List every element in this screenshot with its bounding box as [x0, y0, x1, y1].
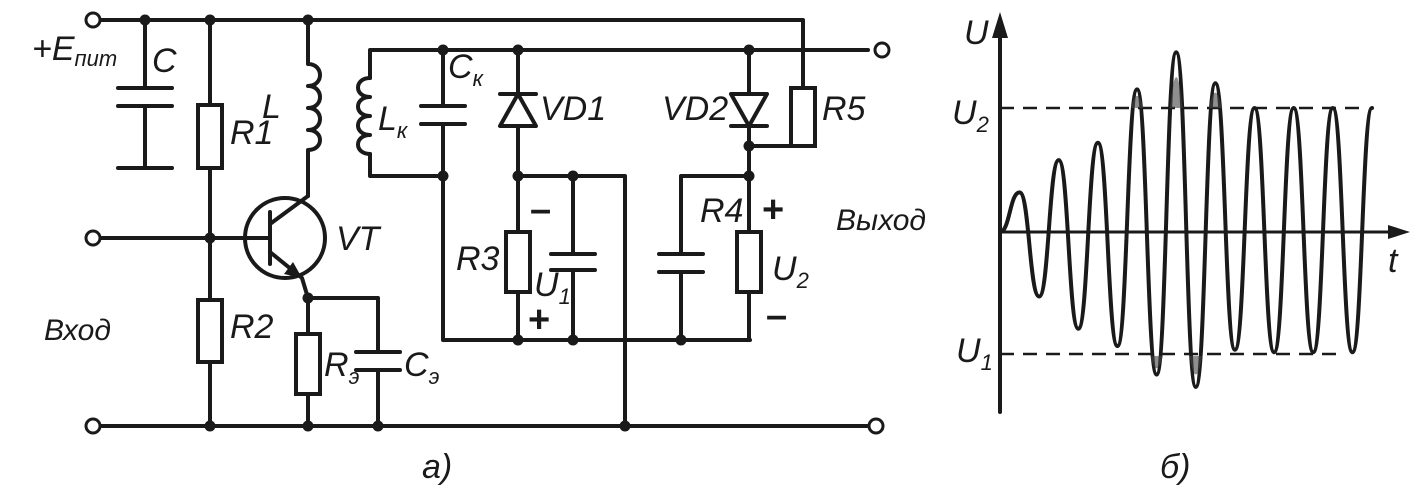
x-axis-label: t	[1388, 242, 1399, 280]
y-axis-label: U	[964, 14, 989, 52]
waveform-graph: U t U2 U1 б)	[952, 12, 1410, 486]
diode-vd1	[498, 92, 538, 128]
label-r2: R2	[230, 308, 274, 346]
label-lk: Lк	[378, 100, 409, 143]
capacitor-c	[116, 18, 174, 170]
x-axis-arrow	[1388, 225, 1410, 239]
emitter-wire	[306, 296, 380, 428]
label-vd2: VD2	[662, 90, 728, 128]
inductor-l	[306, 18, 322, 198]
capacitor-u2	[657, 252, 705, 274]
junction-dots	[139, 14, 755, 432]
resistor-r1	[196, 103, 224, 170]
level-u1-label: U1	[956, 332, 993, 375]
label-ce: Cэ	[404, 346, 440, 389]
inductor-lk	[356, 76, 372, 156]
level-u2-label: U2	[952, 94, 989, 137]
label-r4: R4	[700, 192, 743, 230]
polarity-u1: +	[528, 299, 550, 341]
resistor-r4	[735, 230, 763, 294]
caption-b: б)	[1160, 448, 1190, 486]
label-u1: U1	[534, 266, 571, 309]
label-re: Rэ	[324, 346, 360, 389]
diode-vd2	[729, 92, 769, 128]
label-r3: R3	[456, 240, 500, 278]
supply-label: +Eпит	[32, 30, 117, 71]
label-u2: U2	[772, 250, 809, 293]
label-l: L	[262, 88, 281, 126]
circuit-diagram: +Eпит C R1 L VT R2 Вход Rэ Cэ Lк Cк VD1 …	[32, 11, 926, 486]
y-axis-arrow	[992, 12, 1008, 38]
label-vd1: VD1	[540, 90, 606, 128]
label-r5: R5	[822, 90, 866, 128]
transistor-vt	[243, 194, 327, 300]
input-label: Вход	[44, 314, 111, 347]
clipped-peak-mark	[1130, 95, 1144, 108]
waveform-layer	[998, 50, 1374, 389]
resistor-r5	[789, 86, 817, 148]
clipped-peak-mark	[1169, 77, 1183, 108]
label-r1: R1	[230, 114, 273, 152]
output-label: Выход	[836, 204, 926, 237]
label-ck: Cк	[448, 48, 485, 91]
capacitor-ce	[354, 350, 402, 372]
caption-a: а)	[422, 448, 452, 486]
waveform-line	[998, 50, 1374, 389]
supply-rail	[91, 18, 805, 90]
resistor-r2	[196, 298, 224, 364]
clipped-peak-mark	[1209, 92, 1222, 108]
label-vt: VT	[336, 220, 382, 258]
label-c: C	[152, 42, 177, 80]
clipped-peak-mark	[1189, 356, 1203, 375]
polarity-r4: +	[762, 189, 784, 231]
capacitor-ck	[419, 104, 467, 126]
clipped-peak-mark	[1150, 356, 1163, 369]
polarity-r3: –	[530, 189, 551, 231]
resistor-r3	[504, 230, 532, 294]
capacitor-u1	[549, 252, 597, 272]
resistor-re	[294, 332, 322, 396]
tank-wire	[368, 48, 752, 342]
terminals	[84, 11, 891, 435]
polarity-u2: –	[766, 295, 787, 337]
